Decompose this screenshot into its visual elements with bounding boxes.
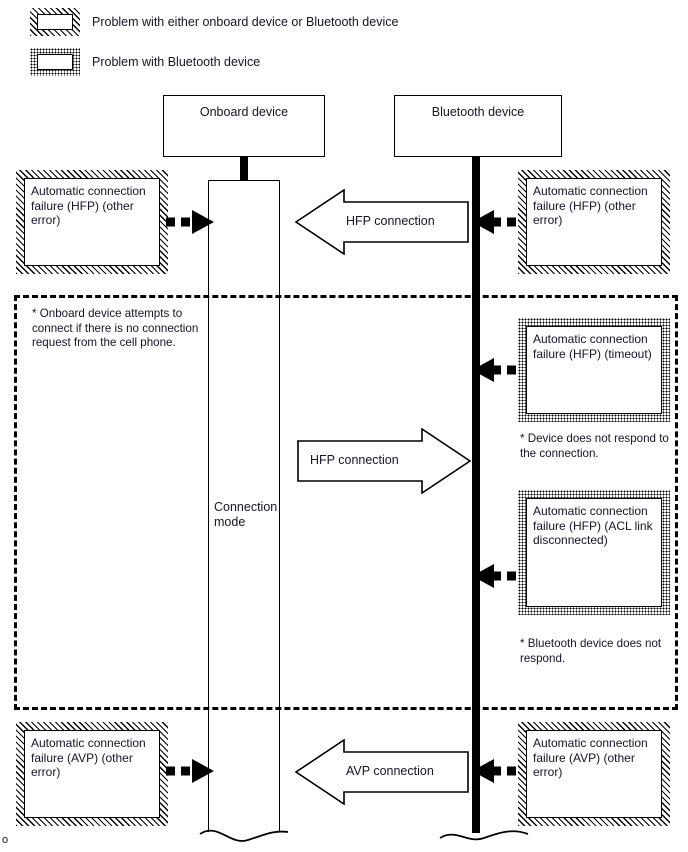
error-box-right-hfp-other: Automatic connection failure (HFP) (othe… [518,170,670,274]
dashed-group-region [14,295,678,710]
error-box-text: Automatic connection failure (HFP) (ACL … [526,498,662,607]
error-box-left-hfp-other: Automatic connection failure (HFP) (othe… [16,170,168,274]
legend-label-dotted: Problem with Bluetooth device [92,55,261,69]
error-box-right-avp-other: Automatic connection failure (AVP) (othe… [518,722,670,826]
onboard-activation-bar [208,180,280,832]
legend-swatch-dotted [30,48,80,76]
error-box-right-hfp-acl: Automatic connection failure (HFP) (ACL … [518,490,670,615]
dashed-arrow-right-avp-other [466,757,522,785]
message-label-avp-bottom: AVP connection [346,764,434,778]
legend-label-hatched: Problem with either onboard device or Bl… [92,15,399,29]
error-box-right-hfp-timeout: Automatic connection failure (HFP) (time… [518,318,670,422]
participant-bluetooth-device: Bluetooth device [394,95,562,157]
legend-swatch-hatched [30,8,80,36]
dashed-arrow-right-hfp-timeout [466,356,522,384]
message-arrow-hfp-mid: HFP connection [296,428,472,494]
participant-bluetooth-label: Bluetooth device [431,105,525,119]
dashed-arrow-left-hfp-other [164,208,216,236]
error-box-text: Automatic connection failure (HFP) (othe… [526,178,662,266]
message-arrow-avp-bottom: AVP connection [294,739,469,805]
participant-onboard-device: Onboard device [163,95,325,157]
onboard-stem [240,157,248,182]
legend-swatch-inner [37,54,73,70]
bluetooth-lifeline [472,157,480,833]
message-label-hfp-mid: HFP connection [310,453,399,467]
error-box-text: Automatic connection failure (AVP) (othe… [526,730,662,818]
participant-onboard-label: Onboard device [199,105,289,119]
error-box-text: Automatic connection failure (HFP) (othe… [24,178,160,266]
dashed-arrow-right-hfp-other [466,208,522,236]
error-box-text: Automatic connection failure (HFP) (time… [526,326,662,414]
activation-mode-label: Connection mode [214,500,280,530]
activation-label-line1: Connection [214,500,278,514]
note-acl: * Bluetooth device does not respond. [520,637,662,665]
activation-label-line2: mode [214,515,246,529]
error-box-text: Automatic connection failure (AVP) (othe… [24,730,160,818]
note-timeout: * Device does not respond to the connect… [520,432,669,460]
message-arrow-hfp-top: HFP connection [294,189,469,255]
message-label-hfp-top: HFP connection [346,214,435,228]
dashed-arrow-left-avp-other [164,757,216,785]
note-region: * Onboard device attempts to connect if … [32,307,199,350]
error-box-left-avp-other: Automatic connection failure (AVP) (othe… [16,722,168,826]
bluetooth-lifeline-break [436,818,532,848]
corner-mark: o [2,834,9,846]
legend-swatch-inner [37,14,73,30]
dashed-arrow-right-hfp-acl [466,562,522,590]
onboard-lifeline-break [196,818,292,848]
